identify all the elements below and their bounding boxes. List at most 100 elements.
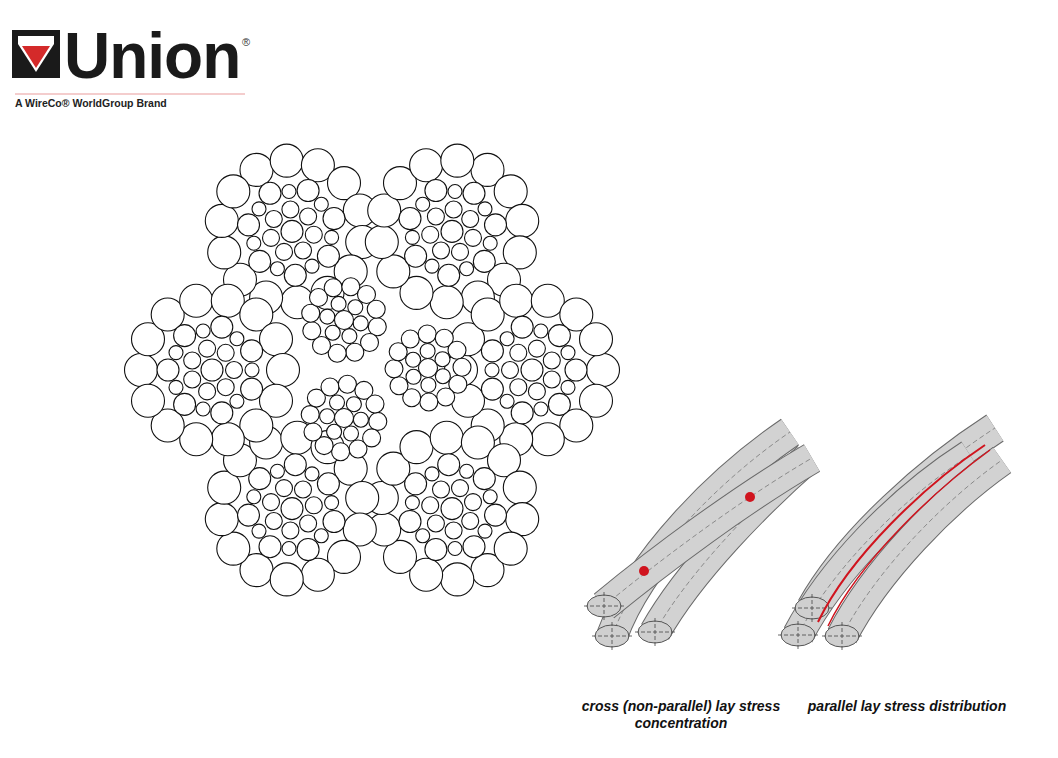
wire: [174, 393, 196, 415]
wire-end-axis: [842, 622, 843, 650]
wire: [353, 412, 368, 427]
wire: [335, 409, 354, 428]
stress-point: [745, 492, 755, 502]
lay-caption: parallel lay stress distribution: [792, 698, 1022, 715]
wire: [494, 532, 527, 565]
wire: [282, 185, 296, 199]
wire: [445, 201, 462, 218]
wire-axis: [842, 460, 1002, 636]
wire: [385, 360, 403, 378]
wire: [473, 250, 495, 272]
core-strand: [302, 278, 387, 363]
wire: [230, 394, 244, 408]
wire: [249, 468, 271, 490]
wire: [252, 524, 266, 538]
cross-lay-wires: [584, 432, 812, 650]
wire: [473, 468, 495, 490]
wire-end-axis: [604, 592, 605, 620]
wire: [435, 369, 450, 384]
wire: [483, 236, 497, 250]
union-logo-icon: [12, 30, 60, 78]
wire: [320, 309, 335, 324]
wire: [441, 220, 463, 242]
wire: [462, 211, 479, 228]
wire: [548, 393, 570, 415]
wire: [205, 503, 238, 536]
wire: [346, 343, 364, 361]
wire: [304, 423, 322, 441]
wire: [338, 375, 356, 393]
wire: [422, 226, 439, 243]
wire: [500, 394, 514, 408]
wire: [353, 316, 368, 331]
wire: [260, 323, 293, 356]
wire: [420, 344, 435, 359]
wire-end-axis: [798, 621, 799, 649]
wire-body: [604, 458, 812, 606]
wire: [462, 513, 479, 530]
wire: [201, 359, 223, 381]
wire: [445, 522, 462, 539]
wire: [247, 236, 261, 250]
wire: [259, 536, 281, 558]
wire: [430, 421, 463, 454]
wire: [284, 454, 306, 476]
wire: [437, 388, 455, 406]
wire: [180, 284, 213, 317]
wire: [528, 383, 545, 400]
wire: [325, 230, 339, 244]
outer-strand: [365, 144, 538, 319]
wire: [441, 498, 463, 520]
wire: [211, 402, 233, 424]
brand-name: Union: [64, 24, 240, 88]
wire: [324, 279, 342, 297]
wire: [448, 341, 466, 359]
wire: [561, 380, 575, 394]
wire: [331, 296, 346, 311]
wire: [452, 243, 469, 260]
wire: [247, 490, 261, 504]
wire: [483, 490, 497, 504]
wire: [205, 204, 238, 237]
wire: [565, 359, 587, 381]
wire: [196, 324, 210, 338]
wire: [217, 379, 234, 396]
wire: [531, 284, 564, 317]
wire: [301, 558, 334, 591]
wire: [500, 332, 514, 346]
wire: [300, 515, 317, 532]
wire: [399, 208, 421, 230]
wire: [390, 377, 408, 395]
outer-strand: [205, 144, 378, 319]
wire: [281, 498, 303, 520]
wire-body: [842, 460, 1002, 636]
wire: [471, 298, 504, 331]
wire: [463, 536, 485, 558]
wire: [531, 423, 564, 456]
wire: [281, 220, 303, 242]
wire: [448, 542, 462, 556]
wire: [433, 242, 450, 259]
wire: [314, 197, 328, 211]
wire: [267, 354, 300, 387]
wire: [295, 481, 312, 498]
logo-red: [22, 46, 50, 68]
wire: [365, 226, 398, 259]
wire: [265, 513, 282, 530]
wire: [344, 426, 359, 441]
wire: [323, 208, 345, 230]
logo-rule: [15, 94, 245, 95]
stress-point: [639, 566, 649, 576]
wire: [421, 378, 436, 393]
wire: [430, 286, 463, 319]
wire: [433, 481, 450, 498]
wire: [157, 359, 179, 381]
wire: [305, 226, 322, 243]
wire: [485, 363, 499, 377]
wire: [528, 340, 545, 357]
wire: [196, 402, 210, 416]
wire: [405, 245, 427, 267]
wire: [500, 284, 533, 317]
wire: [180, 423, 213, 456]
wire: [276, 480, 293, 497]
